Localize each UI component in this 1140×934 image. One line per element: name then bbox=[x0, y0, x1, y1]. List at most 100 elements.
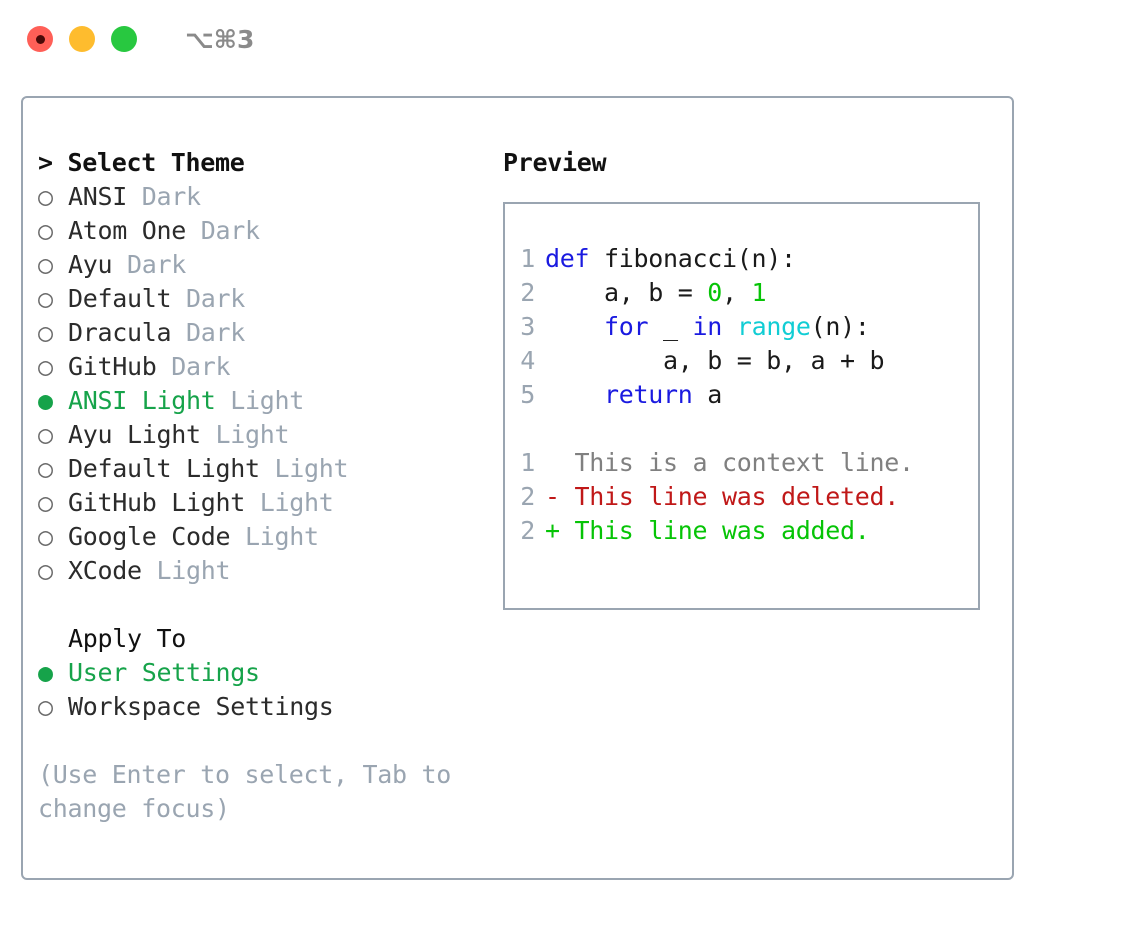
select-theme-header: > Select Theme bbox=[38, 146, 503, 180]
radio-selected-icon[interactable]: ● bbox=[38, 386, 53, 415]
radio-unselected-icon[interactable]: ○ bbox=[38, 454, 53, 483]
diff-marker: + bbox=[545, 516, 560, 545]
line-number: 2 bbox=[520, 278, 535, 307]
code-token-kw: in bbox=[692, 312, 723, 341]
code-line: 3 for _ in range(n): bbox=[505, 310, 978, 344]
recording-indicator-dot bbox=[35, 34, 45, 44]
code-token-plain: a, b = b, a + b bbox=[545, 346, 885, 375]
theme-variant-tag: Light bbox=[274, 454, 349, 483]
apply-to-label: Apply To bbox=[68, 624, 187, 653]
theme-list-item[interactable]: ○ Dracula Dark bbox=[38, 316, 503, 350]
code-line-content: a, b = b, a + b bbox=[545, 344, 885, 378]
theme-name-tag-gap bbox=[186, 214, 201, 248]
theme-variant-tag: Dark bbox=[186, 318, 246, 347]
list-spacer bbox=[38, 588, 503, 622]
code-token-plain bbox=[545, 380, 604, 409]
theme-list-item[interactable]: ○ Ayu Light Light bbox=[38, 418, 503, 452]
radio-unselected-icon[interactable]: ○ bbox=[38, 352, 53, 381]
theme-variant-tag: Light bbox=[245, 522, 319, 551]
theme-name-label: ANSI Light bbox=[68, 386, 216, 415]
theme-name-tag-gap bbox=[260, 452, 275, 486]
theme-name-tag-gap bbox=[201, 418, 216, 452]
theme-list-item[interactable]: ○ Atom One Dark bbox=[38, 214, 503, 248]
theme-list-item[interactable]: ○GitHub Light Light bbox=[38, 486, 503, 520]
keyboard-shortcut-label: ⌥⌘3 bbox=[185, 24, 255, 54]
radio-unselected-icon[interactable]: ○ bbox=[38, 182, 53, 211]
maximize-button[interactable] bbox=[111, 26, 137, 52]
theme-variant-tag: Light bbox=[156, 556, 231, 585]
radio-unselected-icon[interactable]: ○ bbox=[38, 556, 53, 585]
theme-list-item[interactable]: ○ Default Light Light bbox=[38, 452, 503, 486]
code-token-kw: return bbox=[604, 380, 693, 409]
keyboard-hint-text: (Use Enter to select, Tab to change focu… bbox=[38, 760, 452, 823]
apply-to-item[interactable]: ○ Workspace Settings bbox=[38, 690, 503, 724]
apply-to-label-text: Workspace Settings bbox=[68, 692, 334, 721]
radio-unselected-icon[interactable]: ○ bbox=[38, 318, 53, 347]
radio-unselected-icon[interactable]: ○ bbox=[38, 250, 53, 279]
theme-variant-tag: Light bbox=[215, 420, 290, 449]
theme-list-item[interactable]: ○Ayu Dark bbox=[38, 248, 503, 282]
theme-variant-tag: Dark bbox=[200, 216, 260, 245]
radio-selected-icon[interactable]: ● bbox=[38, 658, 53, 687]
theme-name-tag-gap bbox=[245, 486, 260, 520]
code-token-plain: _ bbox=[648, 312, 693, 341]
theme-list-item[interactable]: ○GitHub Dark bbox=[38, 350, 503, 384]
line-number: 5 bbox=[520, 380, 535, 409]
radio-unselected-icon[interactable]: ○ bbox=[38, 284, 53, 313]
code-token-plain: , bbox=[722, 278, 752, 307]
diff-marker-gap bbox=[560, 514, 575, 548]
code-line-content: a, b = 0, 1 bbox=[545, 276, 767, 310]
line-number: 3 bbox=[520, 312, 535, 341]
theme-list-item[interactable]: ○ Default Dark bbox=[38, 282, 503, 316]
radio-unselected-icon[interactable]: ○ bbox=[38, 522, 53, 551]
line-number: 4 bbox=[520, 346, 535, 375]
theme-name-label: XCode bbox=[68, 556, 142, 585]
minimize-button[interactable] bbox=[69, 26, 95, 52]
prompt-caret: > bbox=[38, 148, 53, 177]
theme-list-item[interactable]: ○ ANSI Dark bbox=[38, 180, 503, 214]
radio-unselected-icon[interactable]: ○ bbox=[38, 216, 53, 245]
preview-title: Preview bbox=[503, 148, 607, 177]
theme-list-item[interactable]: ○Google Code Light bbox=[38, 520, 503, 554]
theme-name-tag-gap bbox=[230, 520, 245, 554]
code-line: 4 a, b = b, a + b bbox=[505, 344, 978, 378]
close-button[interactable] bbox=[27, 26, 53, 52]
code-token-plain: (n): bbox=[810, 312, 870, 341]
diff-marker: - bbox=[545, 482, 560, 511]
apply-to-label-text: User Settings bbox=[68, 658, 260, 687]
theme-selector-column: > Select Theme ○ANSI Dark○Atom One Dark○… bbox=[23, 98, 503, 878]
code-line-content: def fibonacci(n): bbox=[545, 242, 796, 276]
theme-variant-tag: Light bbox=[259, 488, 334, 517]
hint-spacer bbox=[38, 724, 503, 758]
radio-unselected-icon[interactable]: ○ bbox=[38, 692, 53, 721]
theme-name-label: Default Light bbox=[68, 454, 260, 483]
theme-name-label: Dracula bbox=[68, 318, 172, 347]
radio-unselected-icon[interactable]: ○ bbox=[38, 488, 53, 517]
theme-variant-tag: Dark bbox=[186, 284, 246, 313]
theme-list-item[interactable]: ○ XCode Light bbox=[38, 554, 503, 588]
theme-variant-tag: Dark bbox=[141, 182, 201, 211]
main-panel: > Select Theme ○ANSI Dark○Atom One Dark○… bbox=[21, 96, 1014, 880]
code-line-content: for _ in range(n): bbox=[545, 310, 870, 344]
diff-line-text: This line was added. bbox=[574, 516, 870, 545]
theme-name-tag-gap bbox=[171, 316, 186, 350]
theme-name-label: Atom One bbox=[68, 216, 187, 245]
code-line: 2 a, b = 0, 1 bbox=[505, 276, 978, 310]
theme-name-label: Ayu Light bbox=[68, 420, 201, 449]
theme-list-item[interactable]: ●ANSI Light Light bbox=[38, 384, 503, 418]
theme-name-tag-gap bbox=[127, 180, 142, 214]
code-line-content: return a bbox=[545, 378, 722, 412]
theme-name-label: Default bbox=[68, 284, 172, 313]
diff-line: 2+ This line was added. bbox=[505, 514, 978, 548]
theme-name-label: ANSI bbox=[68, 182, 128, 211]
theme-name-label: Ayu bbox=[68, 250, 113, 279]
radio-unselected-icon[interactable]: ○ bbox=[38, 420, 53, 449]
apply-to-list: ● User Settings ○ Workspace Settings bbox=[38, 656, 503, 724]
code-token-kw: def bbox=[545, 244, 590, 273]
theme-name-tag-gap bbox=[171, 282, 186, 316]
apply-to-item[interactable]: ● User Settings bbox=[38, 656, 503, 690]
diff-line-text: This is a context line. bbox=[574, 448, 915, 477]
